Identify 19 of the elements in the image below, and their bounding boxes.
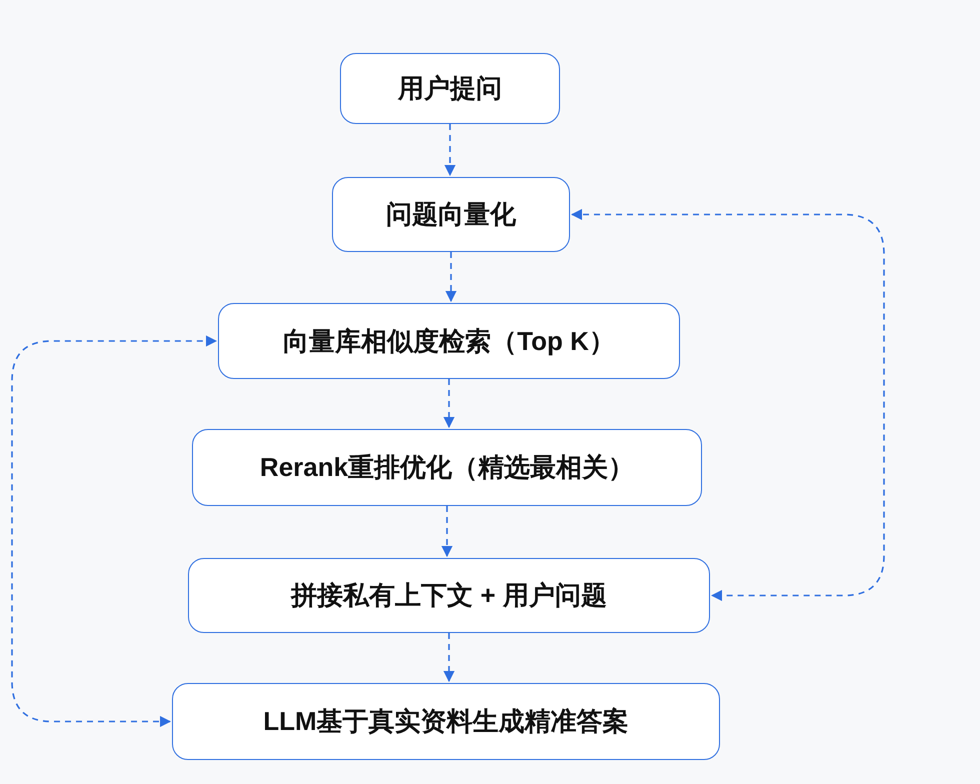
dashed-arrow xyxy=(570,208,885,602)
box-label: LLM基于真实资料生成精准答案 xyxy=(263,705,629,738)
box-label: 问题向量化 xyxy=(386,198,516,231)
dashed-arrow xyxy=(444,124,456,176)
process-box xyxy=(172,683,720,760)
dashed-arrow xyxy=(443,379,455,428)
box-label: 拼接私有上下文 + 用户问题 xyxy=(291,579,607,612)
dashed-arrow xyxy=(445,252,457,302)
dashed-arrow xyxy=(11,335,218,728)
box-label: Rerank重排优化（精选最相关） xyxy=(260,451,634,484)
process-box xyxy=(340,53,560,124)
box-label: 用户提问 xyxy=(398,72,502,105)
box-label: 向量库相似度检索（Top K） xyxy=(283,324,615,358)
process-box xyxy=(188,558,710,633)
process-box xyxy=(332,177,570,252)
dashed-arrow xyxy=(441,506,453,558)
dashed-arrow xyxy=(443,633,455,682)
process-box xyxy=(192,429,702,506)
process-box xyxy=(218,303,680,379)
